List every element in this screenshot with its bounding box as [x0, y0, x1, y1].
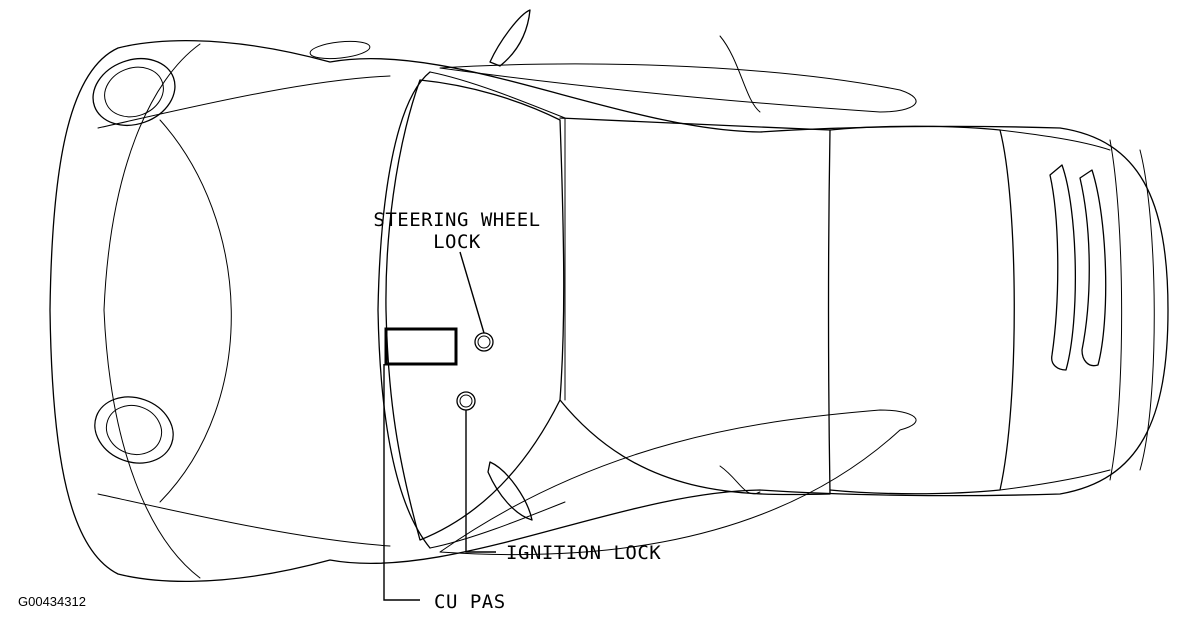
- steering-wheel-lock-icon: [474, 332, 494, 352]
- engine-cover-vents: [1049, 164, 1107, 371]
- steering-wheel-lock-label-line2: LOCK: [433, 231, 481, 253]
- cu-pas-leader: [383, 364, 420, 601]
- ignition-lock-label: IGNITION LOCK: [506, 542, 661, 564]
- cu-pas-module: [384, 327, 458, 366]
- ignition-lock-leader: [465, 410, 496, 553]
- cabin-outline: [377, 71, 1111, 549]
- ignition-lock-icon: [456, 391, 476, 411]
- figure-id: G00434312: [18, 594, 86, 609]
- left-headlight: [92, 58, 176, 126]
- left-side-mirror: [489, 9, 531, 67]
- hood-lines: [97, 40, 391, 547]
- right-side-mirror: [487, 461, 533, 521]
- cu-pas-label: CU PAS: [434, 591, 506, 613]
- side-windows: [439, 35, 917, 556]
- right-headlight: [94, 396, 174, 464]
- steering-wheel-lock-leader: [459, 251, 485, 334]
- car-body-outline: [49, 40, 1169, 582]
- steering-wheel-lock-label-line1: STEERING WHEEL: [373, 209, 540, 231]
